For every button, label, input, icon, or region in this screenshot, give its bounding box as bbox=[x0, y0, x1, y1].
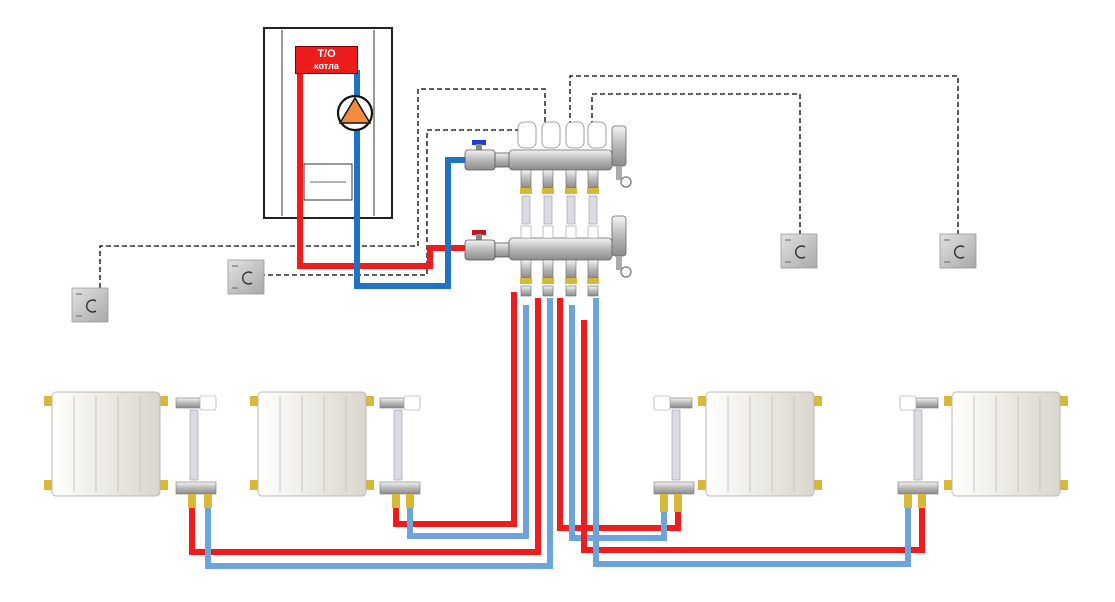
supply-pipe-radiator-3 bbox=[557, 298, 681, 531]
control-line-thermostat-2 bbox=[260, 129, 520, 276]
boiler-label-line2: котла bbox=[314, 61, 339, 71]
radiator-3 bbox=[653, 391, 822, 512]
control-wiring bbox=[99, 75, 959, 288]
return-pipe-radiator-2 bbox=[407, 305, 529, 539]
boiler-return-pipe bbox=[354, 70, 465, 289]
return-pipe-radiator-1 bbox=[205, 298, 553, 569]
radiator-4 bbox=[897, 391, 1068, 508]
radiator-1 bbox=[44, 391, 217, 508]
return-pipe-radiator-3 bbox=[569, 305, 667, 541]
room-thermostat-3 bbox=[780, 233, 818, 269]
radiator-2 bbox=[250, 391, 421, 508]
boiler-pipes bbox=[297, 70, 468, 289]
radiator-pipes bbox=[189, 292, 925, 569]
room-thermostat-4 bbox=[939, 233, 977, 269]
boiler-heat-exchanger-label: Т/О котла bbox=[295, 46, 358, 74]
return-pipe-radiator-4 bbox=[593, 298, 911, 567]
room-thermostat-2 bbox=[227, 259, 265, 295]
control-line-thermostat-1 bbox=[99, 88, 546, 288]
boiler-supply-pipe bbox=[297, 70, 468, 269]
manifold-return bbox=[464, 121, 632, 194]
supply-pipe-radiator-2 bbox=[393, 292, 517, 527]
room-thermostat-1 bbox=[71, 287, 109, 323]
manifold-supply bbox=[464, 215, 632, 297]
control-line-thermostat-3 bbox=[591, 93, 801, 235]
boiler-label-line1: Т/О bbox=[317, 48, 336, 60]
manifold-flow-meters bbox=[521, 195, 598, 225]
circulation-pump bbox=[336, 94, 374, 132]
supply-pipe-radiator-1 bbox=[189, 298, 541, 555]
control-line-thermostat-4 bbox=[569, 75, 959, 235]
supply-pipe-radiator-4 bbox=[581, 320, 925, 553]
